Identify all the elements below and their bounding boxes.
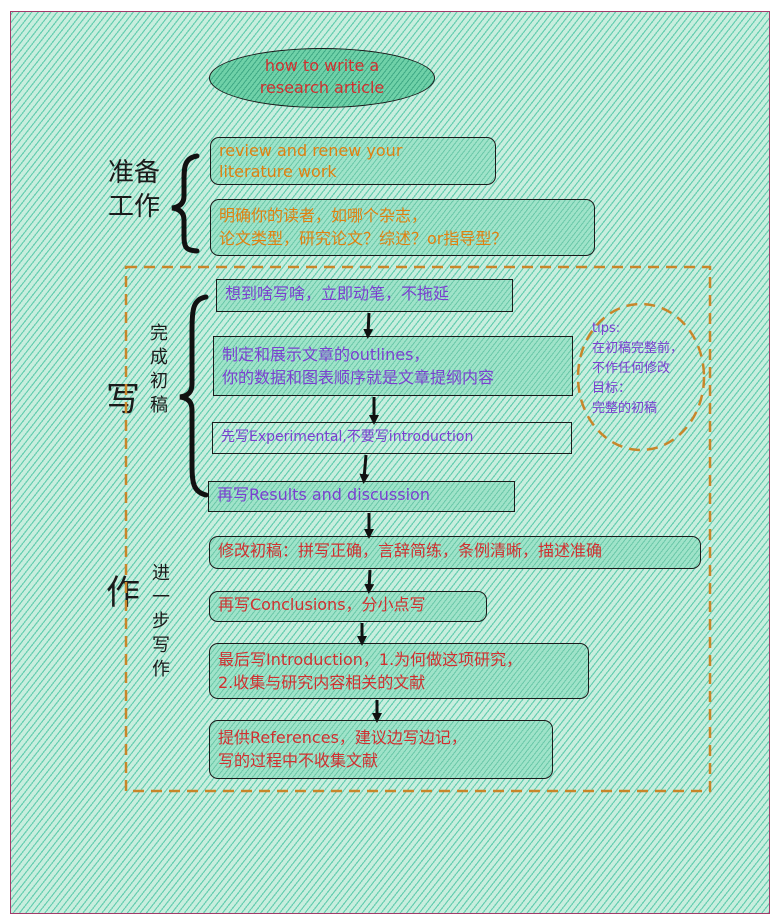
draft-char: 完	[150, 323, 168, 344]
step-text-line-1: 再写Conclusions，分小点写	[218, 595, 426, 614]
step-text-line-1: 修改初稿：拼写正确，言辞简练，条例清晰，描述准确	[218, 541, 603, 560]
draft-vertical-label: 完 成 初 稿	[148, 322, 170, 418]
step-text-line-2: 你的数据和图表顺序就是文章提纲内容	[222, 368, 495, 387]
step-text-line-2: 写的过程中不收集文献	[218, 751, 379, 770]
step-text-line-1: 提供References，建议边写边记，	[218, 728, 467, 747]
step-text-line-1: 最后写Introduction，1.为何做这项研究，	[218, 650, 523, 669]
further-step-revise: 修改初稿：拼写正确，言辞简练，条例清晰，描述准确	[209, 536, 701, 569]
write-label: 写	[106, 380, 140, 420]
further-step-introduction: 最后写Introduction，1.为何做这项研究， 2.收集与研究内容相关的文…	[209, 643, 589, 699]
title-line-2: research article	[259, 78, 385, 97]
further-char: 步	[152, 611, 170, 632]
tips-line: 完整的初稿	[592, 401, 658, 416]
step-text-line-1: 再写Results and discussion	[217, 485, 430, 504]
tips-note: tips: 在初稿完整前， 不作任何修改 目标： 完整的初稿	[592, 319, 712, 419]
flow-arrow	[359, 454, 370, 484]
further-step-references: 提供References，建议边写边记， 写的过程中不收集文献	[209, 720, 553, 779]
draft-char: 初	[150, 371, 168, 392]
prepare-step-literature: review and renew your literature work	[210, 137, 496, 185]
step-text-line-2: 2.收集与研究内容相关的文献	[218, 673, 426, 692]
title-line-1: how to write a	[264, 56, 380, 75]
further-char: 作	[152, 659, 170, 680]
tips-line: 目标：	[592, 381, 632, 396]
draft-step-results: 再写Results and discussion	[208, 481, 515, 512]
title-pill: how to write a research article	[209, 48, 435, 108]
further-char: 写	[152, 635, 170, 656]
step-text-line-1: 先写Experimental,不要写introduction	[221, 429, 474, 445]
step-text-line-1: 制定和展示文章的outlines，	[222, 345, 430, 364]
tips-line: 不作任何修改	[592, 361, 671, 376]
tips-line: tips:	[592, 321, 621, 336]
work-label: 作	[106, 573, 140, 613]
further-step-conclusions: 再写Conclusions，分小点写	[209, 591, 487, 622]
prepare-brace	[171, 153, 200, 254]
tips-line: 在初稿完整前，	[592, 341, 684, 356]
further-vertical-label: 进 一 步 写 作	[150, 562, 172, 682]
flow-arrow	[363, 312, 374, 339]
draft-step-outlines: 制定和展示文章的outlines， 你的数据和图表顺序就是文章提纲内容	[213, 336, 573, 396]
draft-step-experimental: 先写Experimental,不要写introduction	[212, 422, 572, 454]
step-text-line-1: review and renew your	[219, 141, 403, 160]
tips-dashed-ellipse	[576, 302, 706, 452]
prepare-label: 准备 工作	[108, 156, 160, 224]
flow-arrow	[364, 569, 375, 594]
further-char: 一	[152, 587, 170, 608]
step-text-line-2: 论文类型，研究论文？综述？or指导型？	[219, 229, 508, 248]
step-text-line-2: literature work	[219, 162, 337, 181]
prepare-label-line-1: 准备	[108, 158, 161, 188]
draft-group-dashed-border	[124, 265, 712, 793]
prepare-step-readers: 明确你的读者，如哪个杂志， 论文类型，研究论文？综述？or指导型？	[210, 199, 595, 256]
prepare-label-line-2: 工作	[108, 192, 161, 222]
draft-brace	[179, 294, 209, 498]
draft-char: 成	[150, 347, 168, 368]
flow-arrows	[357, 312, 382, 723]
step-text-line-1: 明确你的读者，如哪个杂志，	[219, 206, 428, 225]
draft-char: 稿	[150, 395, 168, 416]
step-text-line-1: 想到啥写啥，立即动笔，不拖延	[225, 284, 450, 303]
draft-step-start-writing: 想到啥写啥，立即动笔，不拖延	[216, 279, 513, 312]
further-char: 进	[152, 563, 170, 584]
